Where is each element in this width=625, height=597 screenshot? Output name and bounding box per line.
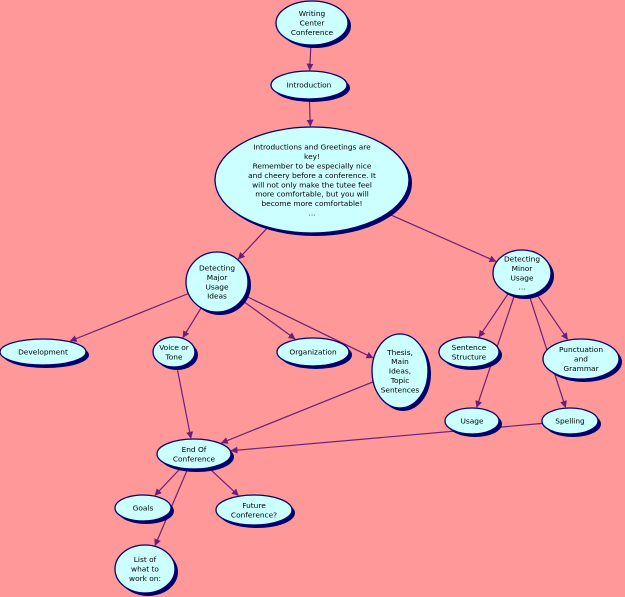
edge-introductions-greetings-to-detecting-major-usage	[237, 226, 269, 260]
node-ellipse[interactable]	[114, 544, 176, 594]
edge-introduction-to-introductions-greetings	[306, 98, 314, 127]
node-ellipse[interactable]	[0, 338, 87, 366]
node-label-line: ...	[308, 209, 315, 218]
node-ellipse[interactable]	[438, 336, 500, 368]
node-ellipse[interactable]	[541, 407, 599, 435]
node-label-line: ...	[518, 283, 525, 292]
edges	[69, 44, 568, 547]
node-label-line: Conference	[173, 454, 216, 463]
node-label-line: Detecting	[504, 255, 540, 264]
node-label-line: Detecting	[199, 264, 235, 273]
node-label-line: Sentences	[381, 385, 420, 394]
node-label-line: become more comfortable!	[261, 199, 362, 208]
node-label-line: Grammar	[563, 364, 599, 373]
node-label-line: Thesis,	[386, 348, 413, 357]
node-introductions-greetings[interactable]: Introductions and Greetings arekey!Remem…	[214, 126, 412, 236]
edge-end-of-conference-to-goals	[154, 467, 182, 496]
edge-detecting-major-usage-to-thesis-main-ideas	[244, 294, 374, 359]
node-ellipse[interactable]	[444, 407, 500, 435]
node-label-line: Center	[300, 19, 326, 28]
node-label-line: more comfortable, but you will	[255, 190, 369, 199]
node-label-line: Tone	[164, 352, 182, 361]
edge-voice-or-tone-to-end-of-conference	[176, 366, 194, 439]
node-label-line: Introduction	[287, 81, 332, 90]
node-label-line: and	[574, 355, 588, 364]
node-label-line: Conference?	[231, 510, 277, 519]
node-ellipse[interactable]	[152, 336, 196, 368]
node-organization[interactable]: Organization	[276, 337, 352, 369]
node-label-line: Usage	[460, 417, 483, 426]
node-usage[interactable]: Usage	[444, 407, 502, 437]
node-detecting-minor-usage[interactable]: DetectingMinorUsage...	[492, 249, 554, 299]
node-ellipse[interactable]	[275, 0, 349, 46]
node-label-line: Organization	[289, 348, 337, 357]
node-ellipse[interactable]	[276, 337, 350, 367]
edge-detecting-major-usage-to-organization	[241, 299, 296, 340]
node-label-line: Usage	[205, 282, 228, 291]
node-label-line: Topic	[390, 376, 410, 385]
node-ellipse[interactable]	[156, 438, 232, 470]
node-label-line: Remember to be especially nice	[253, 162, 372, 171]
node-label-line: Writing	[299, 9, 326, 18]
node-ellipse[interactable]	[185, 251, 249, 313]
node-ellipse[interactable]	[214, 126, 410, 234]
node-development[interactable]: Development	[0, 338, 89, 368]
edge-introductions-greetings-to-detecting-minor-usage	[387, 212, 497, 263]
node-label-line: Ideas,	[389, 367, 411, 376]
edge-detecting-minor-usage-to-punctuation-grammar	[535, 292, 568, 340]
node-ellipse[interactable]	[270, 70, 348, 100]
node-label-line: Development	[18, 348, 68, 357]
node-label-line: key!	[304, 152, 320, 161]
node-label-line: Punctuation	[559, 345, 603, 354]
node-label-line: Introductions and Greetings are	[253, 143, 371, 152]
node-label-line: Spelling	[555, 417, 585, 426]
edge-writing-center-conference-to-introduction	[306, 44, 314, 71]
node-label-line: Future	[242, 501, 266, 510]
node-label-line: Usage	[510, 273, 533, 282]
node-label-line: End Of	[182, 445, 207, 454]
node-goals[interactable]: Goals	[114, 494, 174, 524]
node-label-line: Sentence	[452, 343, 487, 352]
edge-thesis-main-ideas-to-end-of-conference	[220, 381, 374, 444]
node-label-line: will not only make the tutee feel	[252, 180, 372, 189]
node-label-line: Main	[391, 357, 409, 366]
edge-detecting-major-usage-to-voice-or-tone	[182, 307, 202, 338]
node-ellipse[interactable]	[215, 494, 293, 526]
node-label-line: what to	[131, 565, 159, 574]
node-label-line: List of	[134, 555, 157, 564]
edge-end-of-conference-to-future-conference	[208, 467, 239, 496]
edge-detecting-minor-usage-to-sentence-structure	[478, 292, 509, 338]
node-label-line: Goals	[133, 504, 154, 513]
node-introduction[interactable]: Introduction	[270, 70, 350, 102]
node-label-line: and cheery before a conference. It	[248, 171, 376, 180]
node-ellipse[interactable]	[114, 494, 172, 522]
node-label-line: Conference	[291, 28, 334, 37]
node-spelling[interactable]: Spelling	[541, 407, 601, 437]
edge-detecting-major-usage-to-development	[69, 292, 189, 342]
node-label-line: Voice or	[159, 343, 190, 352]
node-ellipse[interactable]	[542, 338, 620, 380]
node-label-line: Major	[207, 273, 228, 282]
node-label-line: Ideas	[207, 292, 227, 301]
node-label-line: work on:	[129, 574, 161, 583]
node-label-line: Structure	[452, 352, 487, 361]
node-label-line: Minor	[512, 264, 534, 273]
node-ellipse[interactable]	[492, 249, 552, 297]
node-ellipse[interactable]	[371, 333, 429, 409]
